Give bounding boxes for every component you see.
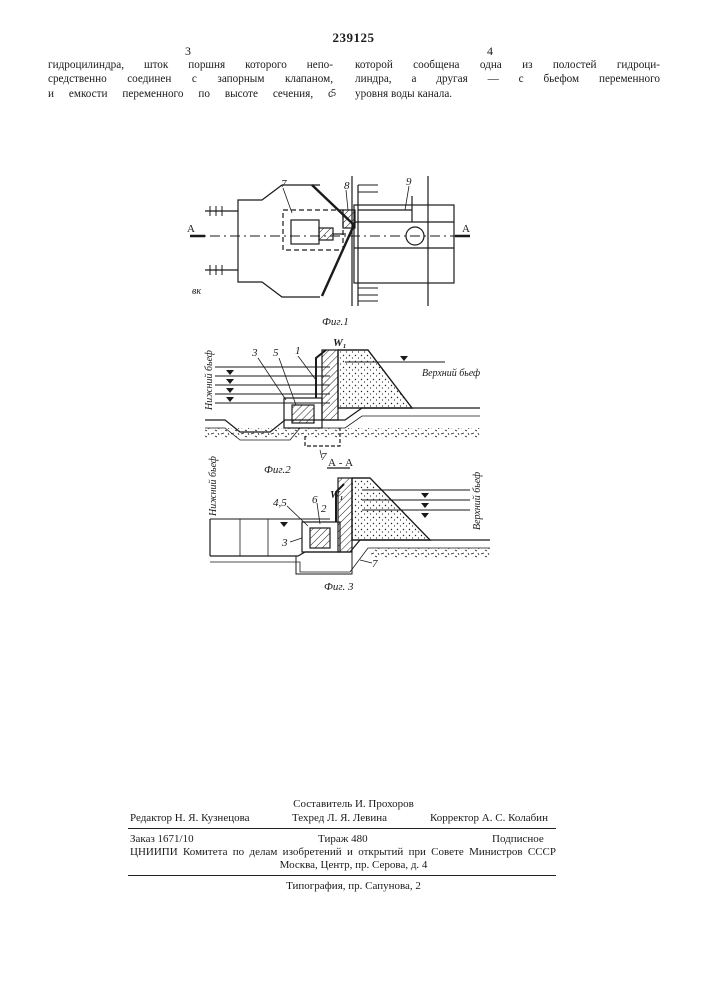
figure-2 [205, 350, 480, 458]
fig2-upper-pool-label: Верхний бьеф [422, 368, 480, 379]
fig3-upper-pool-label: Верхний бьеф [472, 472, 483, 530]
figure-3 [210, 468, 490, 574]
fig1-label-8: 8 [344, 180, 350, 192]
fig3-lower-pool-label: Нижний бьеф [208, 456, 219, 517]
divider [128, 828, 556, 829]
fig2-lower-pool-label: Нижний бьеф [204, 350, 215, 411]
fig1-flow-mark: вк [192, 286, 201, 297]
printing-house: Типография, пр. Сапунова, 2 [0, 880, 707, 893]
order-number: Заказ 1671/10 [130, 833, 194, 846]
fig3-label-2: 2 [321, 503, 327, 515]
figure-1 [190, 176, 470, 306]
fig1-section-right: А [462, 223, 470, 235]
fig1-label-9: 9 [406, 176, 412, 188]
circulation: Тираж 480 [318, 833, 368, 846]
fig2-label-7: 7 [321, 451, 327, 463]
fig3-label-45: 4,5 [273, 497, 287, 509]
subscription: Подписное [492, 833, 544, 846]
fig3-section-title: А - А [328, 457, 353, 469]
divider [128, 875, 556, 876]
fig2-label-1: 1 [295, 345, 301, 357]
fig2-label-5: 5 [273, 347, 279, 359]
patent-drawings: 7 8 9 А А вк Фиг.1 [0, 0, 707, 600]
techred: Техред Л. Я. Левина [292, 812, 387, 825]
fig2-level-label: W₁ [333, 337, 347, 349]
fig1-label-7: 7 [281, 178, 287, 190]
institute-line-2: Москва, Центр, пр. Серова, д. 4 [0, 859, 707, 872]
fig3-label-3: 3 [281, 537, 288, 549]
fig3-level-label: W₁ [330, 489, 344, 501]
fig1-section-left: А [187, 223, 195, 235]
compiler: Составитель И. Прохоров [0, 798, 707, 811]
fig3-label-7: 7 [372, 558, 378, 570]
fig3-caption: Фиг. 3 [324, 581, 354, 593]
fig3-label-6: 6 [312, 494, 318, 506]
fig2-label-3: 3 [251, 347, 258, 359]
institute-line-1: ЦНИИПИ Комитета по делам изобретений и о… [130, 846, 556, 859]
corrector: Корректор А. С. Колабин [430, 812, 548, 825]
fig2-caption: Фиг.2 [264, 464, 291, 476]
fig1-caption: Фиг.1 [322, 316, 349, 328]
editor: Редактор Н. Я. Кузнецова [130, 812, 250, 825]
